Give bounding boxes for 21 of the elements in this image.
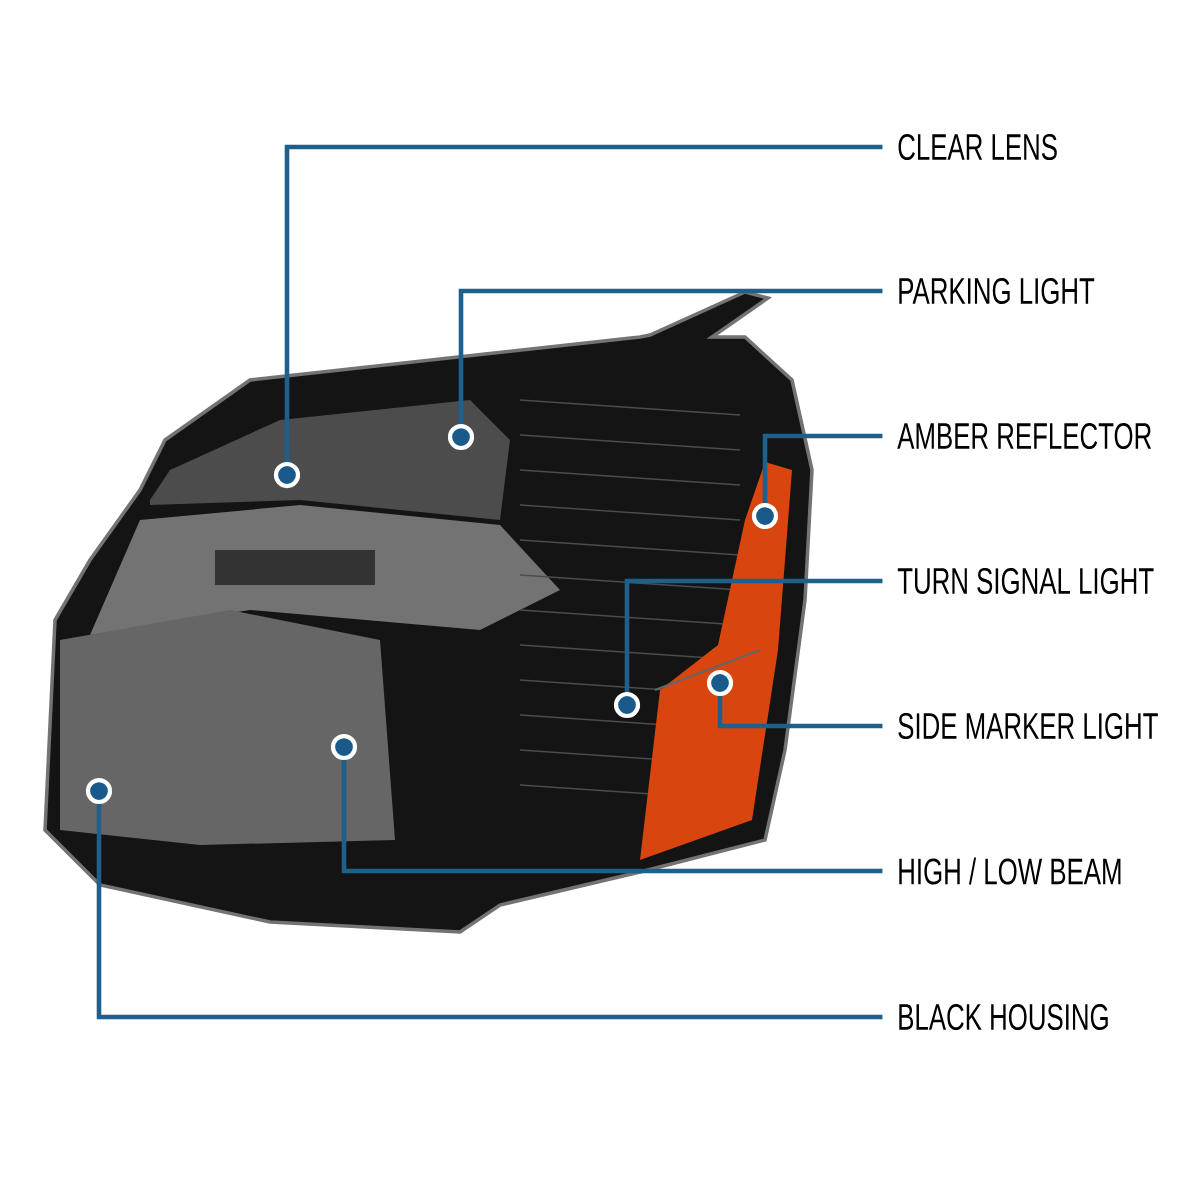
callout-dot bbox=[613, 691, 641, 719]
callout-dot bbox=[330, 733, 358, 761]
part-label: TURN SIGNAL LIGHT bbox=[897, 568, 1154, 595]
part-label: AMBER REFLECTOR bbox=[897, 422, 1152, 450]
part-label: BLACK HOUSING bbox=[899, 1004, 1108, 1031]
callout-dot bbox=[85, 777, 113, 805]
part-label: SIDE MARKER LIGHT bbox=[898, 713, 1158, 740]
leader-line bbox=[717, 696, 883, 729]
part-label: HIGH / LOW BEAM bbox=[899, 857, 1121, 885]
leader-line bbox=[458, 288, 883, 424]
callout-dot bbox=[447, 423, 475, 451]
part-label: CLEAR LENS bbox=[898, 133, 1057, 161]
callout-dot bbox=[751, 502, 779, 530]
leader-line bbox=[96, 804, 883, 1020]
leader-line bbox=[624, 578, 883, 692]
leader-line bbox=[284, 144, 883, 462]
callout-dot bbox=[706, 669, 734, 697]
callout-dot bbox=[273, 461, 301, 489]
part-label: PARKING LIGHT bbox=[899, 277, 1095, 305]
leader-line bbox=[341, 760, 883, 874]
leader-line bbox=[762, 433, 883, 503]
